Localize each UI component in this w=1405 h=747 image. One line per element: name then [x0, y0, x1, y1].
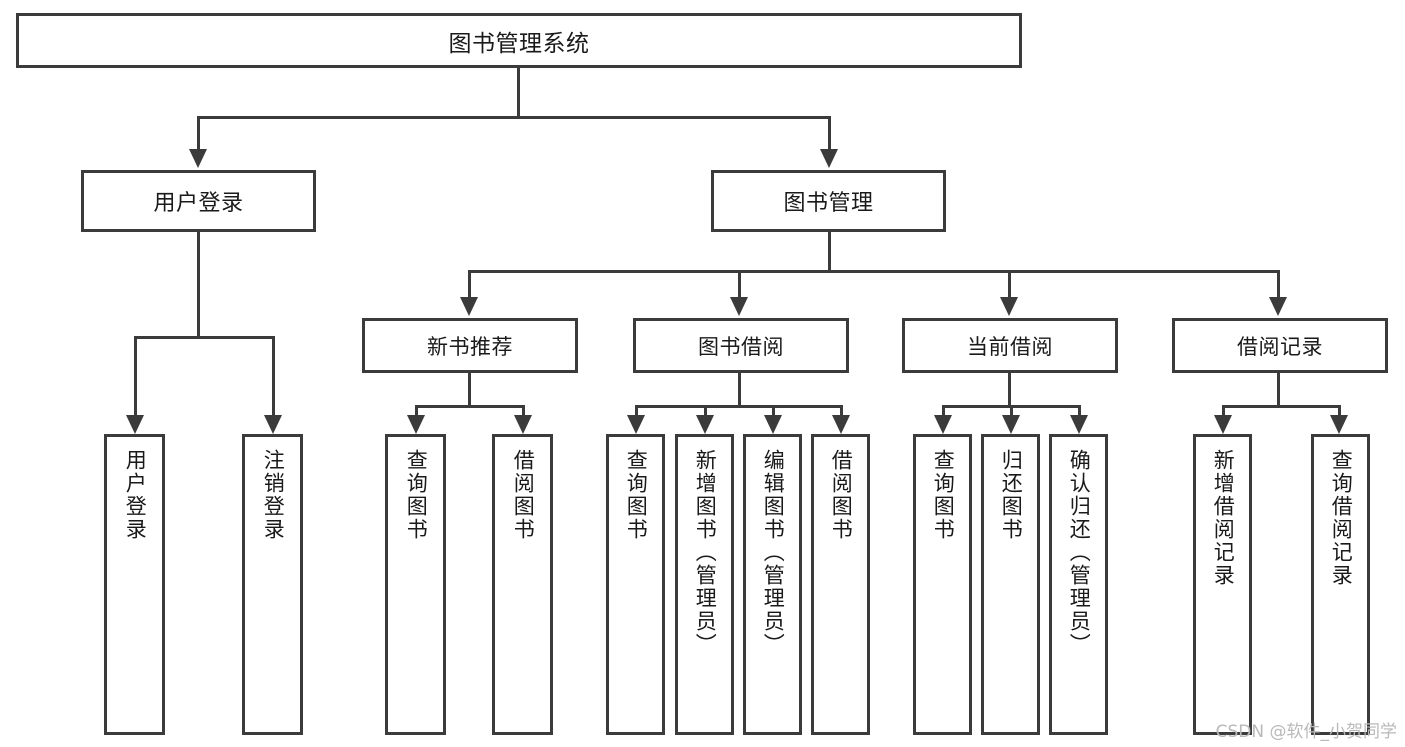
connector-book-borrow-l4 [840, 405, 843, 415]
arrowhead-icon [730, 297, 748, 316]
leaf-new-book-query[interactable]: 查询图书 [385, 434, 446, 735]
connector-root-bar [197, 116, 831, 119]
node-new-book-recommend[interactable]: 新书推荐 [362, 318, 578, 373]
node-label: 图书借阅 [698, 334, 784, 359]
connector-new-book-stem [468, 373, 471, 406]
leaf-book-borrow-query[interactable]: 查询图书 [606, 434, 665, 735]
connector-borrow-records-l2 [1338, 405, 1341, 415]
node-label: 查询图书 [931, 449, 956, 541]
watermark-text: CSDN @软件_小贺同学 [1215, 722, 1397, 742]
connector-current-borrow-l3 [1078, 405, 1081, 415]
connector-book-borrow-l3 [772, 405, 775, 415]
arrowhead-icon [514, 415, 532, 434]
node-borrow-records[interactable]: 借阅记录 [1172, 318, 1388, 373]
leaf-book-borrow-add[interactable]: 新增图书（管理员） [675, 434, 734, 735]
leaf-current-borrow-query[interactable]: 查询图书 [913, 434, 972, 735]
node-label: 图书管理 [783, 191, 874, 216]
node-label: 注销登录 [261, 449, 286, 541]
arrowhead-icon [820, 149, 838, 168]
connector-book-borrow-stem [738, 373, 741, 406]
node-label: 查询借阅记录 [1329, 449, 1354, 587]
arrowhead-icon [189, 149, 207, 168]
node-label: 查询图书 [624, 449, 649, 541]
arrowhead-icon [1070, 415, 1088, 434]
leaf-new-book-borrow[interactable]: 借阅图书 [492, 434, 553, 735]
connector-to-current-borrow [1008, 270, 1011, 297]
leaf-user-login-logout[interactable]: 注销登录 [242, 434, 303, 735]
leaf-current-borrow-confirm[interactable]: 确认归还（管理员） [1049, 434, 1108, 735]
node-book-borrow[interactable]: 图书借阅 [633, 318, 849, 373]
arrowhead-icon [1330, 415, 1348, 434]
connector-user-login-bar [134, 336, 272, 339]
arrowhead-icon [696, 415, 714, 434]
leaf-book-borrow-borrow[interactable]: 借阅图书 [811, 434, 870, 735]
connector-borrow-records-bar [1222, 405, 1340, 408]
connector-to-new-book [468, 270, 471, 297]
connector-book-borrow-l2 [704, 405, 707, 415]
connector-user-login-left [134, 336, 137, 415]
node-label: 新增借阅记录 [1211, 449, 1236, 587]
node-label: 图书管理系统 [448, 30, 590, 57]
connector-user-login-stem [197, 232, 200, 336]
connector-root-stem [517, 68, 520, 116]
leaf-borrow-records-add[interactable]: 新增借阅记录 [1193, 434, 1252, 735]
node-label: 确认归还（管理员） [1067, 449, 1092, 656]
connector-book-mgmt-bar [468, 270, 1280, 273]
arrowhead-icon [627, 415, 645, 434]
connector-to-book-borrow [738, 270, 741, 297]
arrowhead-icon [934, 415, 952, 434]
connector-current-borrow-stem [1008, 373, 1011, 406]
arrowhead-icon [407, 415, 425, 434]
connector-to-borrow-records [1277, 270, 1280, 297]
node-label: 归还图书 [999, 449, 1024, 541]
leaf-book-borrow-edit[interactable]: 编辑图书（管理员） [743, 434, 802, 735]
connector-book-mgmt-stem [828, 232, 831, 271]
connector-root-to-user-login [197, 116, 200, 149]
node-current-borrow[interactable]: 当前借阅 [902, 318, 1118, 373]
node-label: 用户登录 [153, 191, 244, 216]
arrowhead-icon [764, 415, 782, 434]
leaf-current-borrow-return[interactable]: 归还图书 [981, 434, 1040, 735]
arrowhead-icon [1000, 297, 1018, 316]
connector-current-borrow-l1 [942, 405, 945, 415]
node-label: 借阅图书 [829, 449, 854, 541]
node-book-management[interactable]: 图书管理 [711, 170, 946, 232]
node-label: 用户登录 [123, 449, 148, 541]
node-label: 编辑图书（管理员） [761, 449, 786, 656]
connector-user-login-right [272, 336, 275, 415]
connector-borrow-records-l1 [1222, 405, 1225, 415]
leaf-user-login-login[interactable]: 用户登录 [104, 434, 165, 735]
connector-root-to-book-mgmt [828, 116, 831, 149]
arrowhead-icon [460, 297, 478, 316]
node-root-system[interactable]: 图书管理系统 [16, 13, 1022, 68]
connector-borrow-records-stem [1277, 373, 1280, 406]
connector-book-borrow-l1 [635, 405, 638, 415]
connector-new-book-l1 [415, 405, 418, 415]
connector-current-borrow-l2 [1010, 405, 1013, 415]
arrowhead-icon [1214, 415, 1232, 434]
connector-new-book-l2 [522, 405, 525, 415]
node-label: 查询图书 [404, 449, 429, 541]
node-label: 借阅图书 [511, 449, 536, 541]
node-label: 借阅记录 [1237, 334, 1323, 359]
arrowhead-icon [1002, 415, 1020, 434]
node-label: 新书推荐 [427, 334, 513, 359]
arrowhead-icon [264, 415, 282, 434]
node-user-login[interactable]: 用户登录 [81, 170, 316, 232]
arrowhead-icon [126, 415, 144, 434]
connector-book-borrow-bar [635, 405, 843, 408]
arrowhead-icon [832, 415, 850, 434]
node-label: 当前借阅 [967, 334, 1053, 359]
connector-new-book-bar [415, 405, 525, 408]
arrowhead-icon [1269, 297, 1287, 316]
leaf-borrow-records-query[interactable]: 查询借阅记录 [1311, 434, 1370, 735]
node-label: 新增图书（管理员） [693, 449, 718, 656]
